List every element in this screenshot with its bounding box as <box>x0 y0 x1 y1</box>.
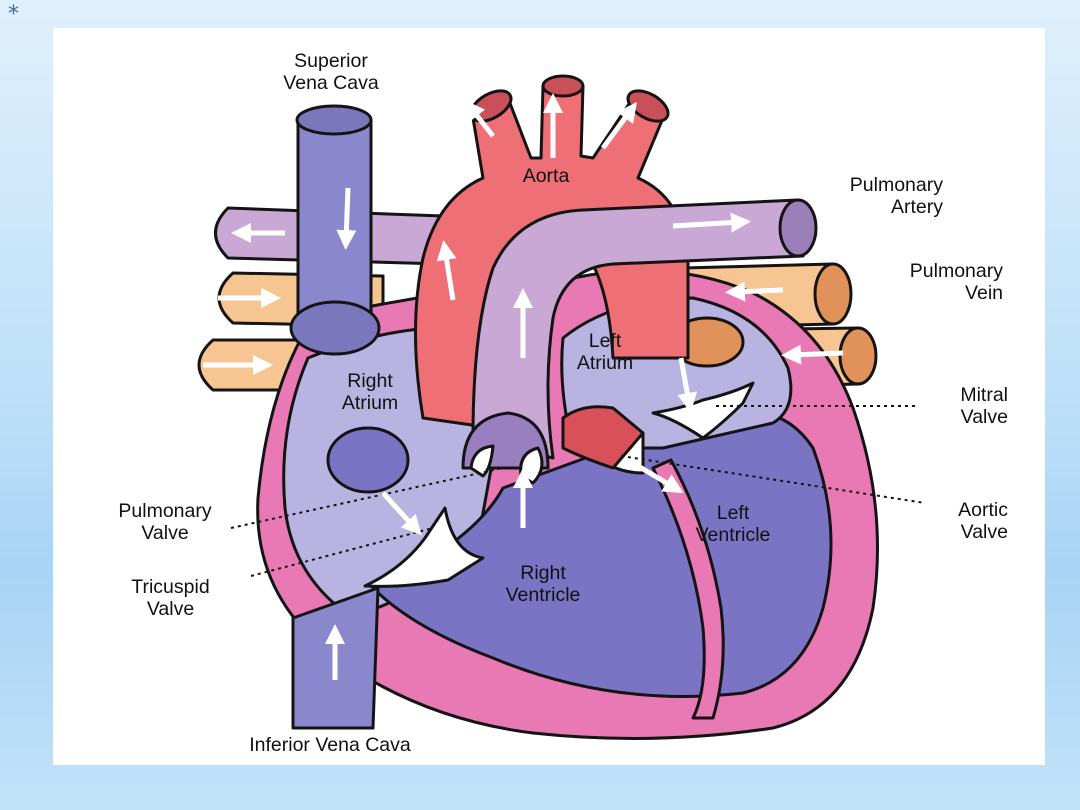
superior-vena-cava <box>296 108 373 330</box>
label-superior-vena-cava-line2: Vena Cava <box>283 72 379 94</box>
blood-flow-arrows <box>203 93 844 680</box>
label-tricuspid-valve-line1: Tricuspid <box>131 576 210 598</box>
septum <box>651 458 725 720</box>
label-aortic-valve-line2: Valve <box>960 521 1008 543</box>
label-left-ventricle-line1: Left <box>716 502 750 524</box>
label-pulmonary-artery: Pulmonary Artery <box>788 174 943 218</box>
label-tricuspid-valve: Tricuspid Valve <box>93 576 248 620</box>
aortic-valve <box>561 405 645 470</box>
label-mitral-valve: Mitral Valve <box>883 384 1008 428</box>
label-pulmonary-valve: Pulmonary Valve <box>85 500 245 544</box>
label-pulmonary-vein: Pulmonary Vein <box>848 260 1003 304</box>
label-pulmonary-vein-line2: Vein <box>965 282 1003 304</box>
label-superior-vena-cava: Superior Vena Cava <box>251 50 411 94</box>
label-inferior-vena-cava: Inferior Vena Cava <box>249 734 411 756</box>
pulmonary-artery-trunk <box>471 198 805 460</box>
label-pulmonary-artery-line1: Pulmonary <box>849 174 943 196</box>
label-left-atrium-line2: Atrium <box>576 352 634 374</box>
label-left-atrium: Left Atrium <box>555 330 655 374</box>
slide-bullet-mark: * <box>8 2 19 27</box>
label-aorta: Aorta <box>522 165 570 187</box>
label-left-ventricle: Left Ventricle <box>668 502 798 546</box>
label-right-atrium-line1: Right <box>347 370 393 392</box>
label-pulmonary-valve-line2: Valve <box>141 522 189 544</box>
label-left-atrium-line1: Left <box>588 330 622 352</box>
label-aortic-valve-line1: Aortic <box>958 499 1008 521</box>
label-mitral-valve-line2: Valve <box>960 406 1008 428</box>
label-left-ventricle-line2: Ventricle <box>695 524 771 546</box>
label-aortic-valve: Aortic Valve <box>883 499 1008 543</box>
label-right-ventricle: Right Ventricle <box>478 562 608 606</box>
label-right-atrium-line2: Atrium <box>341 392 399 414</box>
diagram-panel: Superior Vena Cava Aorta Pulmonary Arter… <box>53 28 1045 765</box>
heart-diagram <box>197 74 926 740</box>
label-pulmonary-vein-line1: Pulmonary <box>909 260 1003 282</box>
label-right-ventricle-line1: Right <box>520 562 566 584</box>
label-mitral-valve-line1: Mitral <box>960 384 1008 406</box>
label-right-ventricle-line2: Ventricle <box>505 584 581 606</box>
label-superior-vena-cava-line1: Superior <box>294 50 368 72</box>
label-right-atrium: Right Atrium <box>315 370 425 414</box>
label-pulmonary-valve-line1: Pulmonary <box>118 500 212 522</box>
label-pulmonary-artery-line2: Artery <box>890 196 943 218</box>
label-tricuspid-valve-line2: Valve <box>146 598 195 620</box>
